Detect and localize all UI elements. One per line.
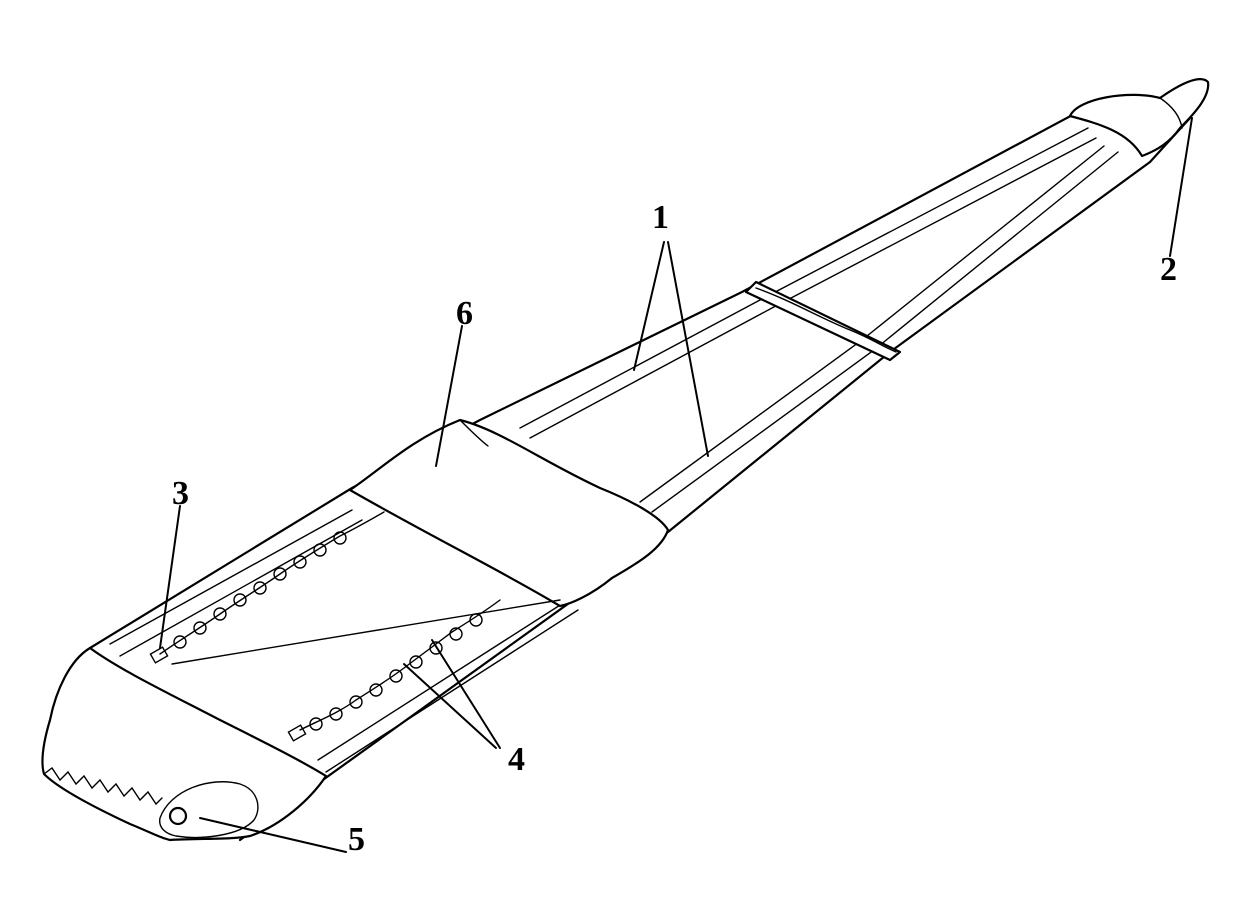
zipper-teeth-upper: [173, 531, 347, 649]
zipper-pull-lower: [287, 724, 307, 742]
front-compartment: [149, 511, 561, 742]
tip-cap: [1068, 78, 1210, 158]
callout-5: 5: [348, 821, 365, 858]
zipper-teeth-lower: [309, 613, 483, 731]
sleeve-band: [348, 418, 670, 608]
callout-3: 3: [172, 475, 189, 512]
leader-6: [435, 325, 463, 467]
zipper-upper: [159, 511, 385, 655]
mid-strap: [744, 280, 902, 362]
callouts: 1 2 3 4 5 6: [172, 199, 1177, 858]
ski-bag-body: [88, 110, 1192, 842]
callout-6: 6: [456, 295, 473, 332]
leader-1b: [667, 241, 709, 457]
leader-lines: [159, 117, 1193, 853]
callout-4: 4: [508, 741, 525, 778]
grommet-icon: [168, 806, 188, 826]
zipper-pull-upper: [149, 646, 169, 664]
leader-4b: [431, 639, 501, 749]
callout-2: 2: [1160, 251, 1177, 288]
end-cap: [41, 646, 328, 842]
leader-5: [199, 817, 347, 853]
callout-1: 1: [652, 199, 669, 236]
leader-3: [159, 505, 181, 649]
leader-2: [1169, 117, 1193, 257]
leader-4a: [403, 663, 497, 749]
leader-1a: [633, 241, 665, 371]
